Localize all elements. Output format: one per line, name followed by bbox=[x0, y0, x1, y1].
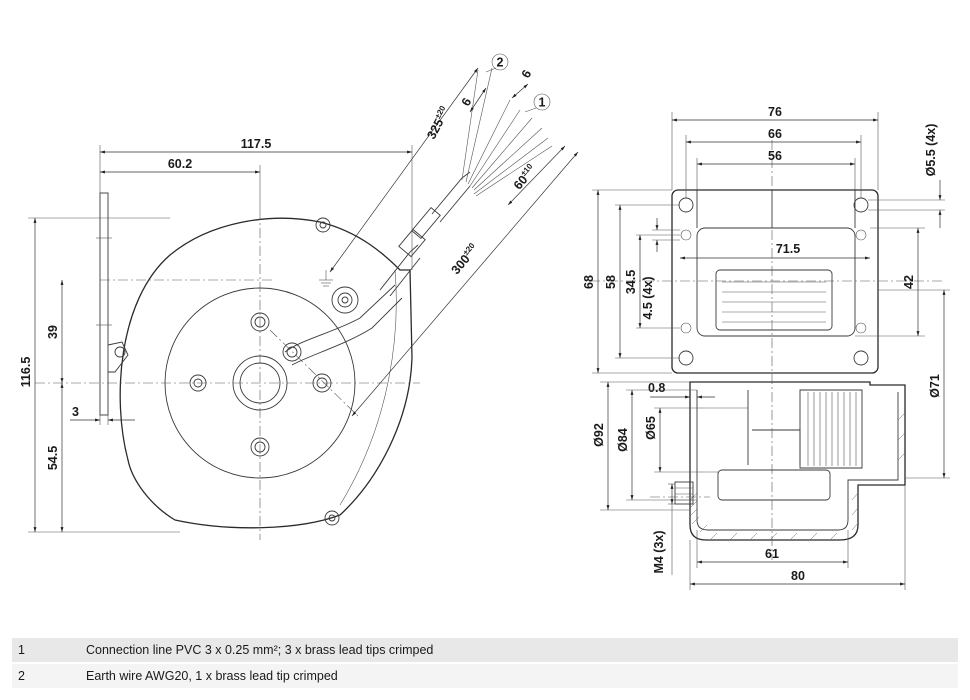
ground-icon bbox=[319, 270, 333, 287]
dim-58: 58 bbox=[604, 275, 618, 289]
dim-68: 68 bbox=[582, 275, 596, 289]
dim-m4: M4 (3x) bbox=[652, 530, 666, 573]
dim-66: 66 bbox=[768, 127, 782, 141]
dim-300: 300±20 bbox=[448, 241, 482, 277]
dim-117-5: 117.5 bbox=[241, 137, 272, 151]
legend-number: 2 bbox=[18, 669, 25, 683]
side-view: 76 66 56 71.5 Ø5.5 (4x) 68 58 34.5 4.5 bbox=[582, 105, 950, 590]
legend-text: Connection line PVC 3 x 0.25 mm²; 3 x br… bbox=[86, 643, 434, 657]
svg-text:2: 2 bbox=[497, 56, 504, 70]
dim-92: Ø92 bbox=[592, 423, 606, 447]
legend-number: 1 bbox=[18, 643, 25, 657]
dim-39: 39 bbox=[46, 325, 60, 339]
dim-4-5: 4.5 (4x) bbox=[641, 276, 655, 319]
dim-116-5: 116.5 bbox=[19, 357, 33, 388]
dim-6-b: 6 bbox=[519, 67, 535, 80]
callout-1: 1 bbox=[524, 93, 551, 113]
dim-84: Ø84 bbox=[616, 428, 630, 452]
svg-text:1: 1 bbox=[539, 96, 546, 110]
motor-housing bbox=[689, 381, 906, 541]
dim-42: 42 bbox=[902, 275, 916, 289]
dim-71-5: 71.5 bbox=[776, 242, 800, 256]
rotor bbox=[717, 469, 831, 501]
winding bbox=[799, 389, 863, 469]
flange-hole-br bbox=[853, 350, 869, 366]
legend-row: 1 Connection line PVC 3 x 0.25 mm²; 3 x … bbox=[12, 638, 958, 662]
dim-71: Ø71 bbox=[928, 374, 942, 398]
legend-row: 2 Earth wire AWG20, 1 x brass lead tip c… bbox=[12, 664, 958, 688]
flange-hole-bl bbox=[678, 350, 694, 366]
dim-65: Ø65 bbox=[644, 416, 658, 440]
lug-top bbox=[315, 217, 331, 233]
flange-hole-tl bbox=[678, 197, 694, 213]
technical-drawing: 117.5 60.2 116.5 39 54.5 3 300±20 325±20… bbox=[19, 53, 950, 590]
dim-54-5: 54.5 bbox=[46, 446, 60, 470]
impeller-outlet bbox=[715, 269, 833, 331]
dim-60-2: 60.2 bbox=[168, 157, 192, 171]
front-view: 117.5 60.2 116.5 39 54.5 3 300±20 325±20… bbox=[19, 53, 579, 540]
screw-upper-right bbox=[282, 342, 302, 362]
volute-housing bbox=[119, 217, 413, 529]
flange-hole-tr bbox=[853, 197, 869, 213]
outlet-flange bbox=[99, 192, 109, 416]
dim-61: 61 bbox=[765, 547, 779, 561]
callout-2: 2 bbox=[485, 53, 509, 73]
dim-76: 76 bbox=[768, 105, 782, 119]
dim-3: 3 bbox=[72, 405, 79, 419]
mounting-flange bbox=[671, 189, 879, 374]
section-hatch bbox=[689, 412, 906, 541]
legend-text: Earth wire AWG20, 1 x brass lead tip cri… bbox=[86, 669, 338, 683]
dim-56: 56 bbox=[768, 149, 782, 163]
dim-325: 325±20 bbox=[423, 104, 453, 142]
dim-hole-5-5: Ø5.5 (4x) bbox=[924, 124, 938, 177]
dim-0-8: 0.8 bbox=[648, 381, 665, 395]
connection-cable bbox=[284, 67, 553, 366]
dim-34-5: 34.5 bbox=[624, 270, 638, 294]
m4-stud bbox=[674, 481, 694, 505]
dim-6-a: 6 bbox=[459, 95, 475, 108]
legend-table: 1 Connection line PVC 3 x 0.25 mm²; 3 x … bbox=[12, 638, 958, 688]
cable-grommet bbox=[331, 286, 359, 314]
lug-bottom bbox=[324, 510, 340, 526]
dim-80: 80 bbox=[791, 569, 805, 583]
